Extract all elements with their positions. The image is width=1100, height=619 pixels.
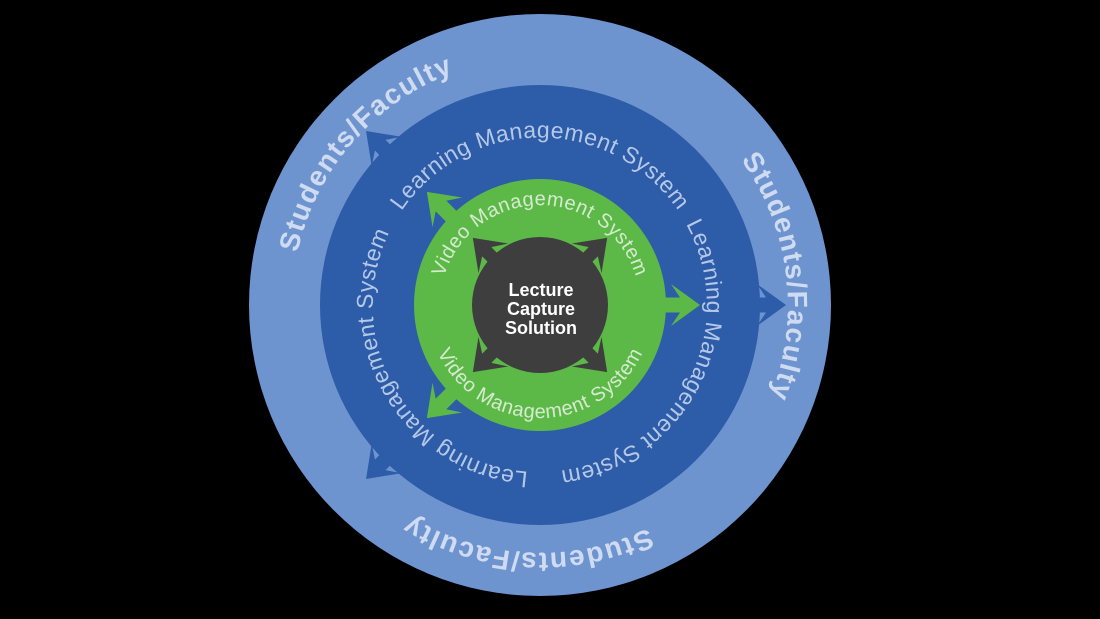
arrow-icon: [738, 284, 786, 326]
middle-out-arrow-downleft: [366, 439, 406, 479]
center-label-line2: Capture: [507, 299, 575, 319]
inner-out-arrow-right: [652, 284, 700, 326]
arrow-icon: [563, 237, 608, 282]
center-out-arrow-upright: [563, 237, 608, 282]
arrow-icon: [652, 284, 700, 326]
arrow-icon: [366, 131, 406, 171]
arrow-icon: [472, 237, 517, 282]
arrow-icon: [426, 191, 467, 232]
middle-out-arrow-right: [738, 284, 786, 326]
center-out-arrow-upleft: [472, 237, 517, 282]
arrow-icon: [563, 328, 608, 373]
center-out-arrow-downleft: [472, 328, 517, 373]
center-out-arrow-downright: [563, 328, 608, 373]
arrow-icon: [472, 328, 517, 373]
arrow-icon: [426, 378, 467, 419]
center-label-line1: Lecture: [508, 280, 573, 300]
arrow-icon: [366, 439, 406, 479]
inner-out-arrow-downleft: [426, 378, 467, 419]
center-label: Lecture Capture Solution: [505, 280, 577, 338]
center-label-line3: Solution: [505, 318, 577, 338]
inner-out-arrow-upleft: [426, 191, 467, 232]
middle-out-arrow-upleft: [366, 131, 406, 171]
